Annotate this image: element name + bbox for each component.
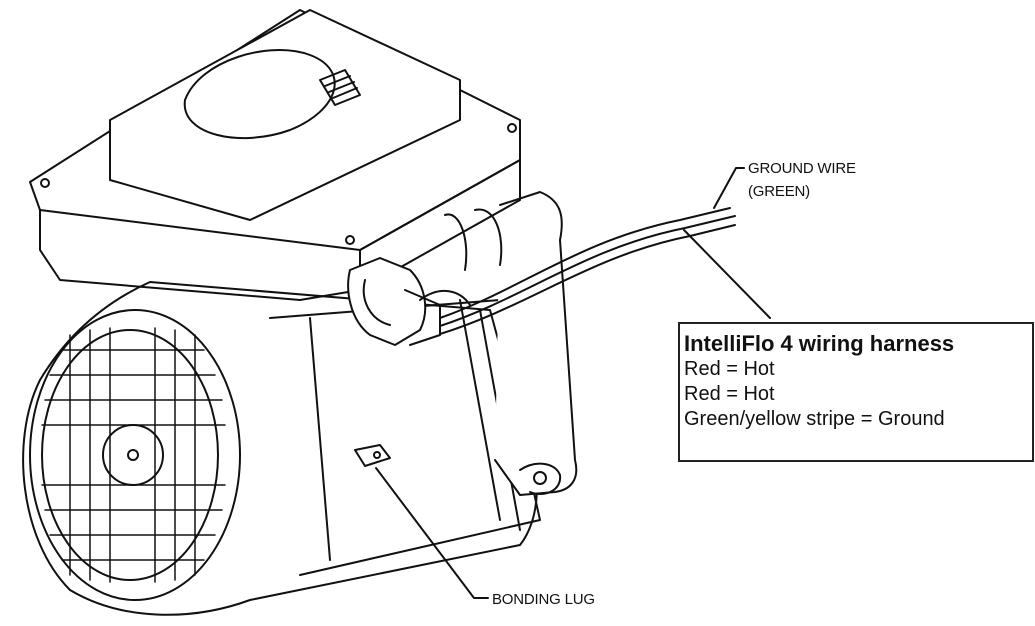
cable-gland — [347, 208, 503, 346]
ground-wire-label-line1: GROUND WIRE — [748, 160, 856, 177]
harness-leader — [683, 229, 771, 319]
wiring-harness — [439, 207, 736, 335]
bonding-lug — [354, 444, 391, 467]
drive-enclosure — [29, 9, 521, 301]
legend-line: Green/yellow stripe = Ground — [684, 408, 945, 430]
legend-line: Red = Hot — [684, 358, 775, 380]
bonding-lug-label: BONDING LUG — [492, 591, 595, 608]
motor-flange — [494, 191, 578, 496]
legend-line: Red = Hot — [684, 383, 775, 405]
ground-wire-label-line2: (GREEN) — [748, 183, 810, 200]
wiring-legend-box: IntelliFlo 4 wiring harness Red = Hot Re… — [678, 322, 1034, 462]
legend-title: IntelliFlo 4 wiring harness — [684, 331, 955, 356]
motor-housing — [22, 281, 541, 616]
fan-grille — [29, 309, 241, 601]
bonding-lug-leader — [375, 467, 489, 599]
ground-wire-leader — [713, 167, 745, 209]
